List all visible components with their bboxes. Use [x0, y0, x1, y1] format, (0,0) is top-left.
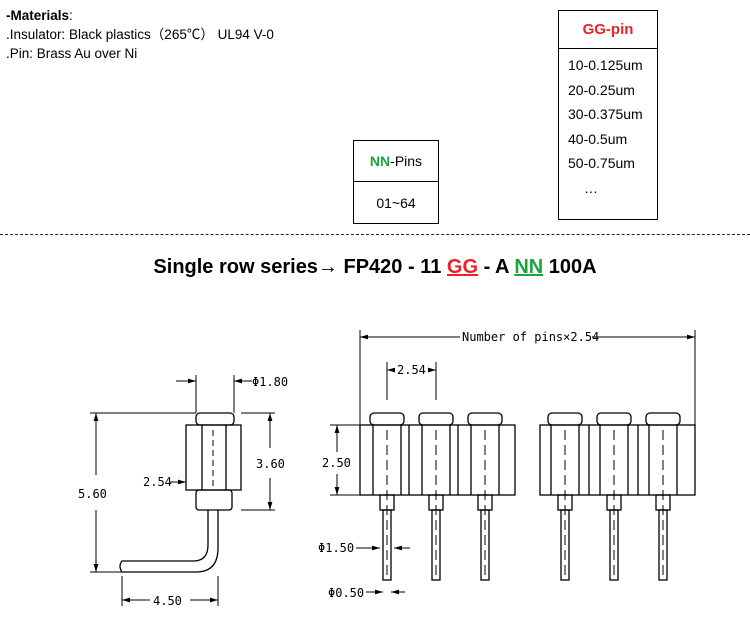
gg-pin-table: GG-pin 10-0.125um 20-0.25um 30-0.375um 4…	[558, 10, 658, 220]
materials-block: -Materials: .Insulator: Black plastics（2…	[6, 6, 274, 63]
nn-pins-label: -Pins	[390, 153, 423, 169]
nn-highlight: NN	[369, 153, 391, 169]
series-middle: - A	[478, 256, 515, 278]
series-nn: NN	[514, 256, 544, 278]
gg-pin-item: 20-0.25um	[568, 81, 635, 98]
materials-insulator: .Insulator: Black plastics（265℃） UL94 V-…	[6, 27, 274, 42]
series-prefix: Single row series→ FP420 - 11	[153, 256, 447, 278]
series-suffix: 100A	[543, 256, 597, 278]
dim-body-height: 3.60	[256, 457, 285, 471]
dim-total-height: 5.60	[78, 487, 107, 501]
dim-span: Number of pins×2.54	[462, 330, 599, 344]
nn-pins-range: 01~64	[376, 195, 416, 211]
gg-pin-title: GG-pin	[559, 11, 657, 49]
nn-pins-title: NN-Pins	[354, 141, 438, 182]
dim-dia-small: Φ0.50	[328, 586, 364, 600]
dim-side-pitch: 2.54	[143, 475, 172, 489]
gg-pin-item: 10-0.125um	[568, 57, 643, 73]
materials-pin: .Pin: Brass Au over Ni	[6, 46, 138, 61]
series-gg: GG	[446, 256, 479, 278]
gg-pin-item: 50-0.75um	[568, 155, 635, 171]
materials-title: -Materials	[6, 8, 70, 23]
nn-pins-table: NN-Pins 01~64	[353, 140, 439, 224]
side-view	[90, 375, 275, 606]
series-title: Single row series→ FP420 - 11 GG - A NN …	[0, 256, 750, 279]
front-view	[330, 330, 696, 595]
dim-leg-length: 4.50	[153, 594, 182, 608]
gg-pin-item: 40-0.5um	[568, 130, 628, 147]
dim-dia-large: Φ1.50	[318, 541, 354, 555]
section-divider	[0, 234, 750, 235]
gg-pin-item: 30-0.375um	[568, 106, 643, 122]
gg-pin-item: …	[584, 179, 598, 196]
dim-top-diameter: Φ1.80	[252, 375, 288, 389]
dim-front-pitch: 2.54	[397, 363, 426, 377]
dim-front-height: 2.50	[322, 456, 351, 470]
materials-colon: :	[69, 8, 73, 23]
